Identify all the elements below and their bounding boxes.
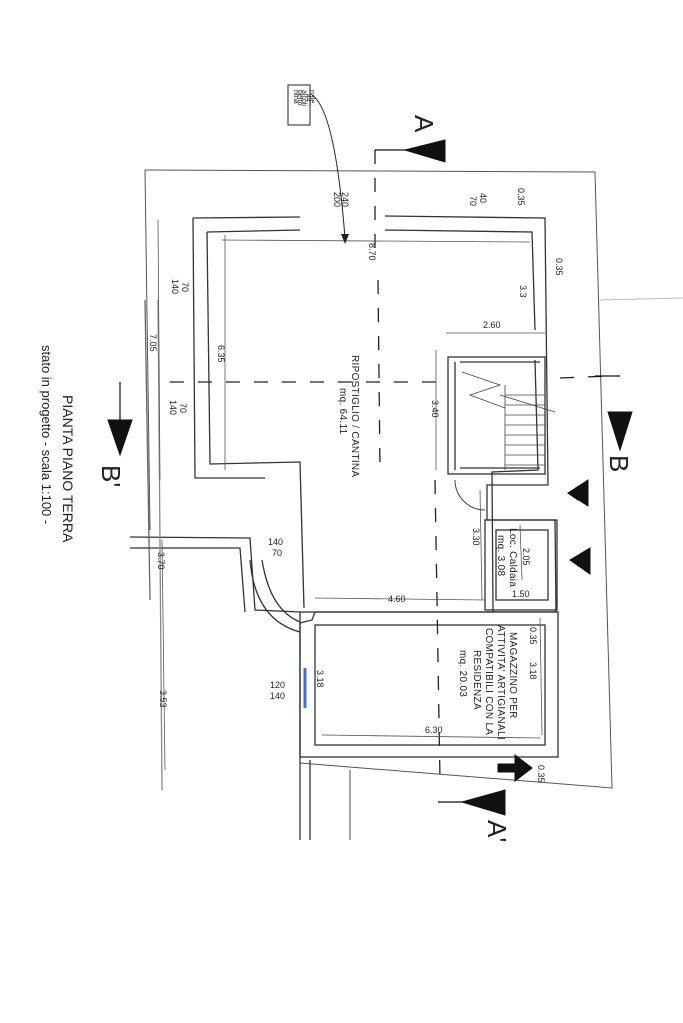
section-b-arrow (607, 411, 633, 452)
svg-text:120: 120 (270, 680, 285, 690)
storage-room-area: mq. 64.11 (337, 388, 348, 435)
svg-text:3.53: 3.53 (158, 690, 168, 708)
page-title: PIANTA PIANO TERRA (60, 395, 76, 543)
svg-text:0.35: 0.35 (536, 765, 546, 783)
svg-text:alcoli: alcoli (300, 90, 307, 106)
svg-text:3.70: 3.70 (156, 552, 166, 570)
svg-text:petto: petto (296, 90, 303, 106)
walls (129, 215, 559, 840)
svg-text:2.60: 2.60 (483, 320, 501, 330)
svg-text:3.18: 3.18 (315, 670, 325, 688)
section-a-label: A (409, 115, 439, 133)
note-leader-arrow (311, 94, 346, 239)
warehouse-line-1: MAGAZZINO PER (507, 632, 518, 719)
svg-text:140: 140 (268, 537, 283, 547)
warehouse-line-2: ATTIVITA' ARTIGIANALI (495, 625, 506, 740)
svg-text:240: 240 (340, 192, 350, 207)
dimension-lines (157, 219, 545, 771)
svg-text:70: 70 (468, 196, 478, 206)
dimension-labels: 200 240 40 70 0.35 0.35 8.70 3.3 2.60 3.… (148, 188, 564, 783)
boiler-room-name: Loc. Caldaia (507, 528, 518, 587)
svg-text:6.35: 6.35 (216, 345, 226, 363)
svg-text:200: 200 (332, 192, 342, 207)
warehouse-line-3: COMPATIBILI CON LA (483, 628, 494, 735)
svg-text:nale.: nale. (308, 90, 315, 105)
stair-block (447, 356, 546, 475)
svg-text:8.70: 8.70 (367, 243, 377, 261)
svg-text:70: 70 (180, 282, 190, 292)
svg-text:ntna: ntna (292, 90, 299, 104)
section-a-prime-label: A' (482, 820, 512, 842)
entrance-arrow-2 (569, 547, 591, 575)
section-b-label: B (604, 455, 634, 472)
section-a-arrow (403, 139, 446, 163)
svg-text:: 44: : 44 (304, 90, 311, 102)
svg-text:0.35: 0.35 (554, 258, 564, 276)
site-boundary (144, 169, 613, 789)
svg-text:6.30: 6.30 (425, 725, 443, 735)
stair-treads (461, 371, 556, 470)
section-a-prime-arrow (460, 789, 506, 816)
svg-text:3.40: 3.40 (430, 400, 440, 418)
note-box (287, 84, 311, 126)
section-arrows (107, 139, 633, 816)
svg-text:3.3: 3.3 (518, 285, 528, 298)
svg-text:70: 70 (178, 403, 188, 413)
svg-text:4.60: 4.60 (388, 594, 406, 604)
svg-text:40: 40 (478, 193, 488, 203)
page-subtitle: stato in progetto - scala 1:100 - (39, 345, 54, 524)
boiler-room-area: mq. 3.08 (495, 535, 506, 576)
note-text: ntna petto alcoli : 44 nale. (292, 90, 315, 106)
svg-text:0.35: 0.35 (528, 627, 538, 645)
entrance-arrow-3 (497, 753, 533, 783)
section-b-prime-arrow (107, 419, 133, 457)
svg-text:140: 140 (270, 691, 285, 701)
storage-room-name: RIPOSTIGLIO / CANTINA (349, 355, 360, 477)
section-b-prime-label: B' (96, 465, 126, 487)
svg-text:3.30: 3.30 (471, 528, 481, 546)
warehouse-line-4: RESIDENZA (471, 650, 482, 710)
svg-text:3.18: 3.18 (528, 662, 538, 680)
warehouse-area: mq. 20.03 (457, 650, 468, 697)
svg-text:2.05: 2.05 (521, 548, 531, 566)
svg-text:0.35: 0.35 (516, 188, 526, 206)
svg-text:70: 70 (272, 548, 282, 558)
site-boundary-left (144, 169, 151, 531)
svg-text:140: 140 (170, 279, 180, 294)
svg-text:1.50: 1.50 (512, 589, 530, 599)
svg-text:140: 140 (168, 400, 178, 415)
boiler-walls (484, 519, 558, 611)
svg-text:7.05: 7.05 (148, 334, 158, 352)
